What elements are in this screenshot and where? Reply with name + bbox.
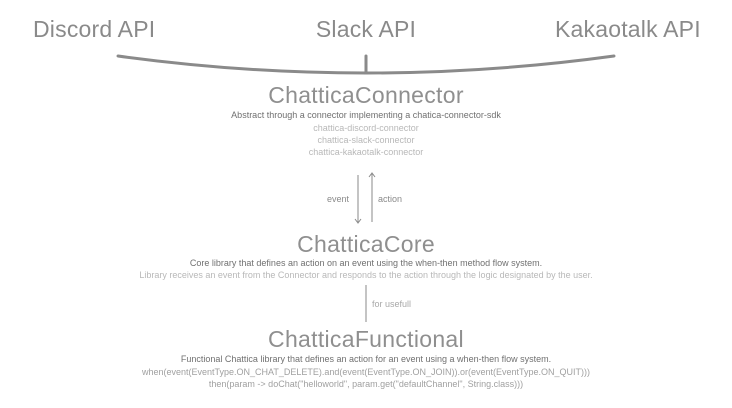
connector-item-slack: chattica-slack-connector [317, 135, 415, 145]
action-label: action [378, 194, 403, 204]
action-arrow-head [368, 172, 376, 178]
core-title: ChatticaCore [297, 231, 435, 257]
core-detail: Library receives an event from the Conne… [139, 270, 593, 280]
core-description: Core library that defines an action on a… [189, 258, 543, 268]
connector-description: Abstract through a connector implementin… [231, 110, 501, 120]
functional-code-then: then(param -> doChat("helloworld", param… [208, 379, 524, 389]
connector-item-kakaotalk: chattica-kakaotalk-connector [308, 147, 424, 157]
event-arrow-head [354, 218, 362, 224]
usefull-label: for usefull [372, 299, 412, 309]
functional-description: Functional Chattica library that defines… [180, 354, 552, 364]
api-label-slack: Slack API [315, 16, 417, 42]
connector-item-discord: chattica-discord-connector [313, 123, 419, 133]
functional-title: ChatticaFunctional [268, 326, 464, 352]
event-label: event [327, 194, 350, 204]
api-label-kakaotalk: Kakaotalk API [555, 16, 701, 42]
functional-code-when: when(event(EventType.ON_CHAT_DELETE).and… [142, 367, 590, 377]
api-label-discord: Discord API [33, 16, 156, 42]
connector-title: ChatticaConnector [268, 82, 464, 108]
